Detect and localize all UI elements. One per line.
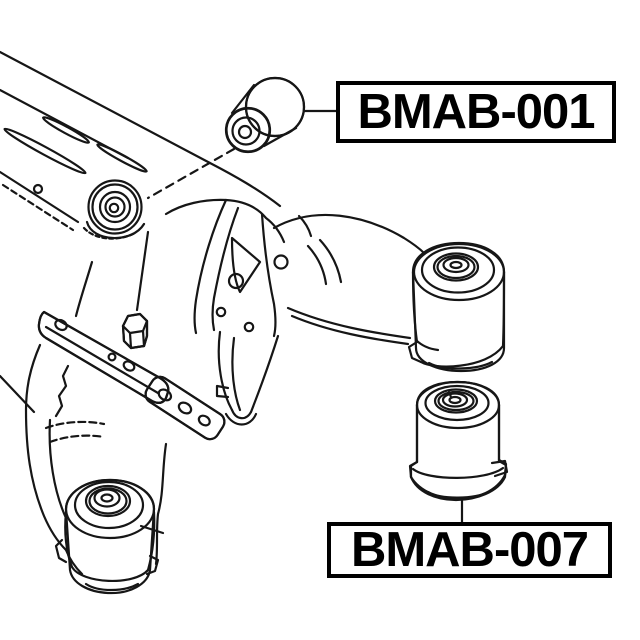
beam-eye-mount bbox=[74, 179, 150, 318]
bracket-lower-arm bbox=[215, 330, 280, 426]
mounting-plate bbox=[144, 375, 226, 441]
bushing-bmab-001 bbox=[224, 76, 306, 154]
crossmember-beam bbox=[0, 50, 282, 232]
part-label-bmab-007: BMAB-007 bbox=[327, 522, 612, 578]
part-label-bmab-007-text: BMAB-007 bbox=[350, 523, 589, 577]
bushing-bmab-007 bbox=[408, 380, 509, 502]
stay-bar-bracket bbox=[37, 310, 170, 405]
frame-end-left bbox=[0, 343, 168, 576]
part-label-bmab-001: BMAB-001 bbox=[336, 81, 616, 143]
trailing-arm bbox=[272, 213, 426, 346]
insertion-dashed-line bbox=[146, 147, 236, 200]
hex-bolt bbox=[121, 312, 149, 350]
arm-bushing-housing bbox=[407, 241, 506, 373]
rear-bushing-mount bbox=[54, 478, 160, 595]
center-bracket bbox=[164, 198, 289, 338]
part-label-bmab-001-text: BMAB-001 bbox=[357, 85, 595, 139]
